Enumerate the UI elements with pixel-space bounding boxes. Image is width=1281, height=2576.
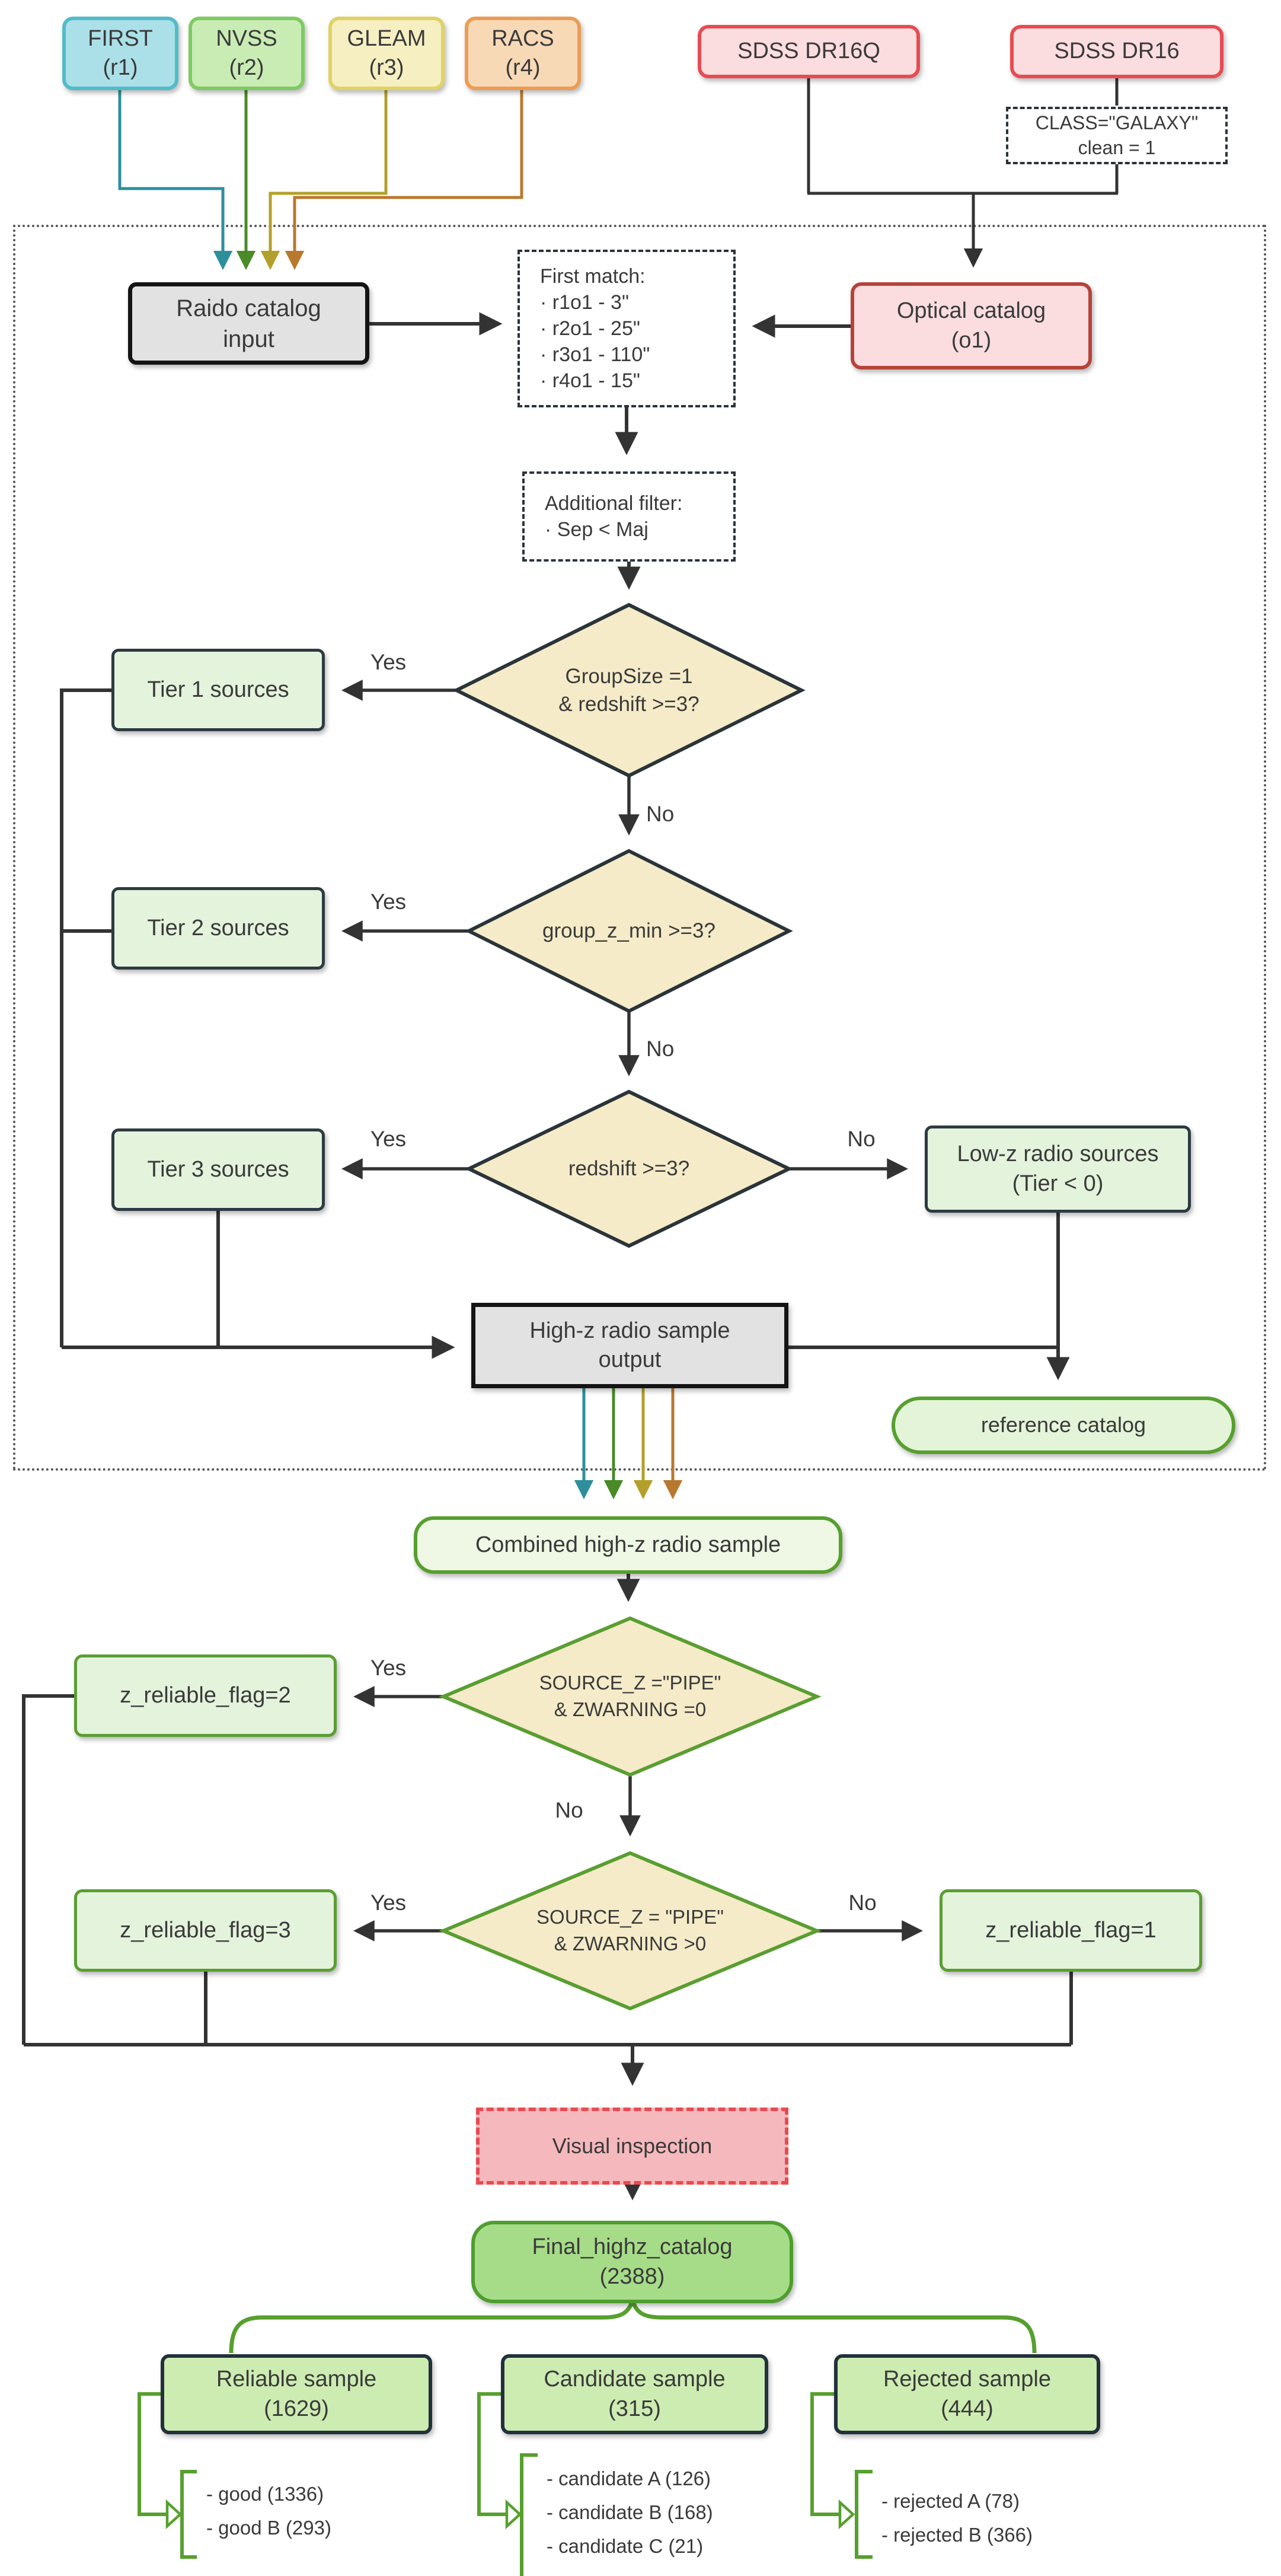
lowz-sources-box: Low-z radio sources (Tier < 0) — [925, 1126, 1191, 1213]
source-box-sdss-dr16q: SDSS DR16Q — [698, 25, 920, 78]
additional-filter-box: Additional filter: · Sep < Maj — [522, 471, 736, 562]
decision3-label: redshift >=3? — [568, 1157, 690, 1181]
source-box-gleam: GLEAM (r3) — [328, 17, 445, 90]
d2-no-label: No — [646, 1037, 675, 1061]
source-box-first: FIRST (r1) — [62, 17, 178, 90]
visual-inspection-box: Visual inspection — [476, 2108, 788, 2185]
edge-racs-to-radioinput — [285, 90, 523, 270]
highz-output-box: High-z radio sample output — [471, 1303, 788, 1388]
class-galaxy-filter-box: CLASS="GALAXY" clean = 1 — [1006, 107, 1228, 164]
z-reliable-flag1-box: z_reliable_flag=1 — [940, 1889, 1202, 1972]
decision4-diamond — [439, 1616, 822, 1777]
d3-yes-label: Yes — [370, 1127, 407, 1151]
first-match-box: First match: · r1o1 - 3" · r2o1 - 25" · … — [517, 250, 736, 407]
decision2-diamond — [465, 849, 793, 1013]
d3-no-label: No — [847, 1127, 876, 1151]
d5-no-label: No — [848, 1890, 877, 1915]
open-arrow-reliable — [165, 2499, 183, 2530]
rejected-sample-box: Rejected sample (444) — [834, 2354, 1100, 2434]
decision5-label: SOURCE_Z = "PIPE" & ZWARNING >0 — [536, 1906, 724, 1955]
edge-reliable-sublist — [138, 2392, 166, 2516]
d2-yes-label: Yes — [370, 890, 407, 914]
d1-no-label: No — [646, 802, 675, 826]
rejected-sublist: - rejected A (78) - rejected B (366) — [881, 2490, 1033, 2546]
d5-yes-label: Yes — [370, 1890, 407, 1915]
edge-tier1-collector — [60, 688, 111, 1347]
bracket-candidate — [520, 2453, 538, 2576]
reference-catalog-box: reference catalog — [892, 1397, 1235, 1454]
decision1-label: GroupSize =1 & redshift >=3? — [558, 664, 699, 716]
z-reliable-flag3-box: z_reliable_flag=3 — [74, 1889, 337, 1972]
edge-candidate-sublist — [477, 2392, 506, 2516]
combined-sample-box: Combined high-z radio sample — [414, 1516, 842, 1574]
bracket-reliable — [180, 2470, 197, 2559]
tier3-sources-box: Tier 3 sources — [111, 1128, 325, 1211]
edge-rejected-sublist — [810, 2392, 839, 2516]
bracket-rejected — [855, 2470, 873, 2559]
edge-gleam-to-radioinput — [260, 90, 388, 270]
edge-first-to-radioinput — [118, 90, 233, 270]
decision5-diamond — [439, 1851, 822, 2011]
edge-flag2-collector — [22, 1694, 74, 2045]
decision3-diamond — [465, 1089, 793, 1248]
reliable-sample-box: Reliable sample (1629) — [161, 2354, 432, 2434]
decision4-label: SOURCE_Z ="PIPE" & ZWARNING =0 — [539, 1672, 721, 1720]
radio-catalog-input-box: Raido catalog input — [128, 282, 369, 365]
d1-yes-label: Yes — [370, 650, 407, 674]
open-arrow-candidate — [505, 2499, 522, 2530]
source-box-sdss-dr16: SDSS DR16 — [1010, 25, 1224, 78]
final-highz-catalog-box: Final_highz_catalog (2388) — [471, 2221, 793, 2303]
decision2-label: group_z_min >=3? — [542, 919, 715, 943]
reliable-sublist: - good (1336) - good B (293) — [206, 2483, 331, 2539]
optical-catalog-box: Optical catalog (o1) — [851, 282, 1092, 369]
tier2-sources-box: Tier 2 sources — [111, 887, 325, 970]
d4-no-label: No — [555, 1798, 583, 1822]
candidate-sample-box: Candidate sample (315) — [501, 2354, 768, 2434]
source-box-racs: RACS (r4) — [465, 17, 581, 90]
open-arrow-rejected — [838, 2499, 855, 2530]
decision1-diamond — [452, 602, 806, 778]
brace-final-split — [229, 2295, 1037, 2354]
source-box-nvss: NVSS (r2) — [189, 17, 305, 90]
d4-yes-label: Yes — [370, 1656, 407, 1680]
z-reliable-flag2-box: z_reliable_flag=2 — [74, 1654, 337, 1737]
candidate-sublist: - candidate A (126) - candidate B (168) … — [547, 2467, 713, 2557]
pipeline-dotted-container — [13, 225, 1266, 1471]
tier1-sources-box: Tier 1 sources — [111, 649, 325, 731]
